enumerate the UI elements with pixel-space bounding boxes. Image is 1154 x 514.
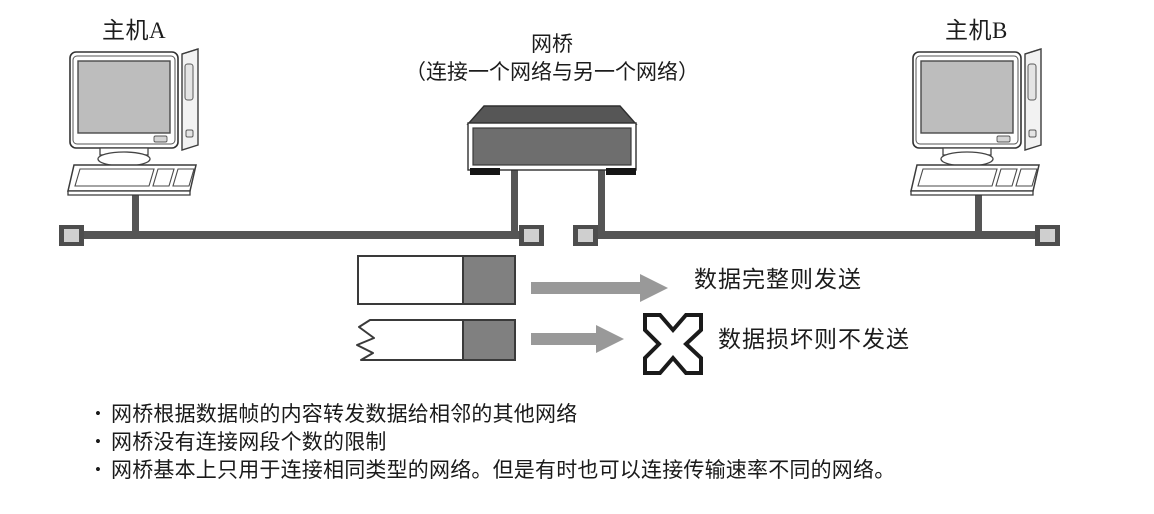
- host-a-computer: [67, 48, 199, 196]
- drop-cable-host-a: [132, 177, 139, 235]
- host-a-label: 主机A: [102, 18, 167, 43]
- note-text-1: 网桥根据数据帧的内容转发数据给相邻的其他网络: [111, 402, 578, 426]
- drop-cable-bridge-left: [511, 168, 518, 235]
- bridge-device: [466, 105, 638, 175]
- host-b-label: 主机B: [945, 18, 1008, 43]
- bullet-icon-1: •: [95, 404, 102, 423]
- note-item-3: • 网桥基本上只用于连接相同类型的网络。但是有时也可以连接传输速率不同的网络。: [95, 454, 895, 484]
- note-item-2: • 网桥没有连接网段个数的限制: [95, 426, 387, 456]
- drop-cable-bridge-right: [598, 168, 605, 235]
- arrow-right-icon-damaged: [531, 325, 624, 353]
- data-frame-intact: [357, 255, 516, 305]
- note-text-2: 网桥没有连接网段个数的限制: [111, 430, 387, 454]
- data-frame-damaged: [356, 319, 516, 361]
- arrow-right-icon-intact: [531, 274, 668, 302]
- host-b-computer: [910, 48, 1042, 196]
- frame-intact-note: 数据完整则发送: [694, 267, 862, 292]
- note-text-3: 网桥基本上只用于连接相同类型的网络。但是有时也可以连接传输速率不同的网络。: [111, 458, 896, 482]
- bullet-icon-2: •: [95, 432, 102, 451]
- drop-cable-host-b: [975, 177, 982, 235]
- bridge-title: 网桥: [531, 32, 573, 56]
- frame-damaged-note: 数据损坏则不发送: [718, 327, 910, 352]
- bullet-icon-3: •: [95, 460, 102, 479]
- cross-mark-icon: [643, 313, 703, 375]
- network-bus-right: [573, 225, 1060, 246]
- note-item-1: • 网桥根据数据帧的内容转发数据给相邻的其他网络: [95, 398, 577, 428]
- bridge-subtitle: （连接一个网络与另一个网络）: [405, 60, 699, 84]
- network-bus-left: [59, 225, 544, 246]
